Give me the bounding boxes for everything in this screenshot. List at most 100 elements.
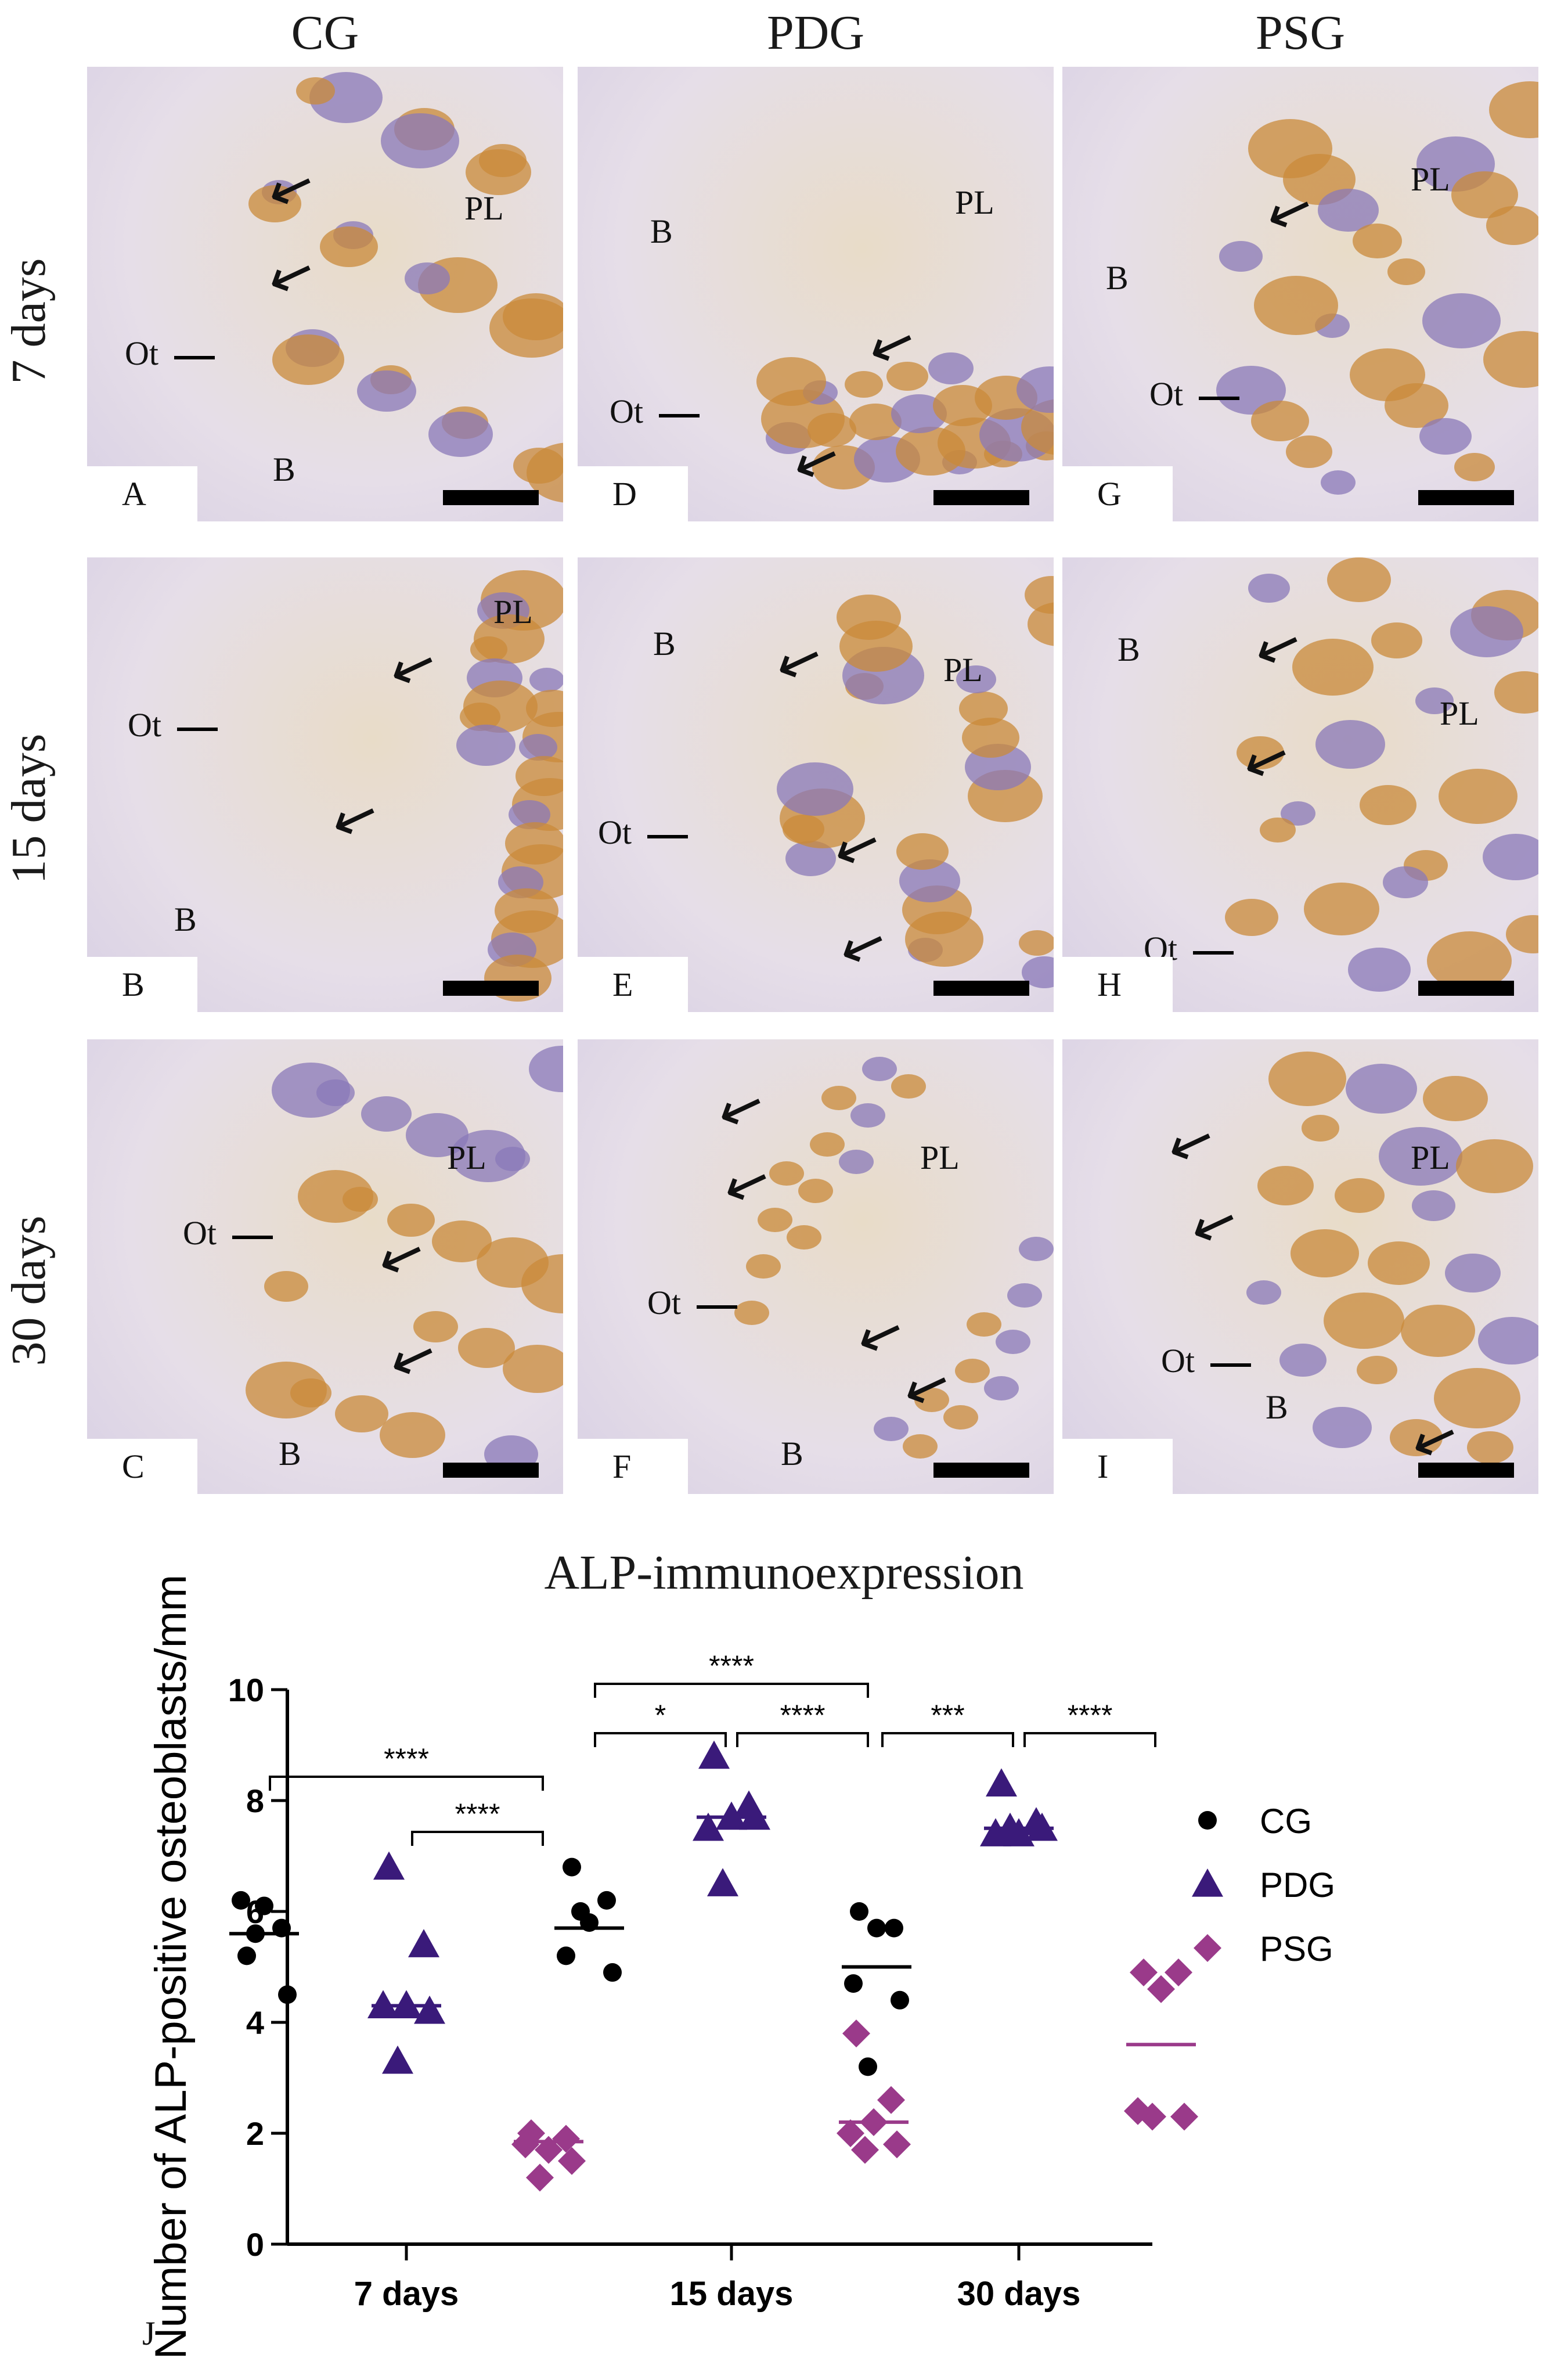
stain-blob bbox=[955, 1359, 990, 1383]
data-point-cg bbox=[563, 1857, 581, 1877]
stain-blob bbox=[1423, 1076, 1488, 1122]
data-point-pdg bbox=[1192, 1868, 1223, 1897]
ot-pointer-line bbox=[697, 1305, 737, 1309]
stain-blob bbox=[264, 1271, 308, 1302]
chart-title: ALP-immunoexpression bbox=[544, 1546, 1024, 1600]
significance-bracket bbox=[1023, 1732, 1156, 1747]
stain-blob bbox=[1260, 818, 1296, 843]
data-point-psg bbox=[1170, 2102, 1198, 2131]
data-point-psg bbox=[1147, 1975, 1175, 2003]
panel-letter: A bbox=[122, 475, 146, 513]
panel-letter: E bbox=[612, 966, 633, 1003]
stain-blob bbox=[1379, 1127, 1462, 1186]
label-pl: PL bbox=[955, 183, 994, 221]
stain-blob bbox=[1390, 1419, 1443, 1456]
y-axis-label: Number of ALP-positive osteoblasts/mm bbox=[146, 1575, 196, 2360]
arrow-icon: ← bbox=[255, 235, 326, 314]
label-b: B bbox=[650, 213, 673, 250]
data-point-psg bbox=[1124, 2097, 1152, 2125]
data-point-pdg bbox=[693, 1812, 724, 1841]
stain-blob bbox=[837, 595, 901, 640]
stain-blob bbox=[1506, 915, 1538, 953]
y-tick-label: 0 bbox=[246, 2226, 264, 2263]
panel-letter-j: J bbox=[142, 2314, 156, 2352]
stain-blob bbox=[1219, 241, 1263, 272]
stain-blob bbox=[746, 1254, 781, 1279]
stain-blob bbox=[1494, 671, 1538, 714]
stain-blob bbox=[914, 1388, 949, 1412]
label-ot: Ot bbox=[647, 1284, 681, 1322]
panel-letter-box bbox=[87, 466, 197, 521]
stain-blob bbox=[529, 668, 563, 692]
data-point-psg bbox=[558, 2147, 586, 2175]
stain-blob bbox=[1412, 1190, 1455, 1221]
ot-pointer-line bbox=[232, 1236, 273, 1239]
panel-letter-box bbox=[1062, 957, 1173, 1012]
panel-letter: B bbox=[122, 966, 145, 1003]
panel-letter-box bbox=[578, 957, 688, 1012]
stain-blob bbox=[1237, 736, 1284, 770]
label-ot: Ot bbox=[125, 334, 158, 372]
arrow-icon: ← bbox=[319, 778, 390, 857]
significance-bracket bbox=[736, 1732, 869, 1747]
label-pl: PL bbox=[1440, 694, 1479, 732]
scale-bar bbox=[443, 1463, 539, 1478]
stain-blob bbox=[470, 636, 507, 663]
stain-blob bbox=[1007, 1283, 1042, 1308]
data-point-cg bbox=[557, 1946, 575, 1965]
column-header-pdg: PDG bbox=[766, 6, 865, 60]
data-point-cg bbox=[603, 1963, 622, 1982]
data-point-pdg bbox=[698, 1740, 730, 1769]
stain-blob bbox=[413, 1311, 458, 1342]
label-pl: PL bbox=[447, 1139, 486, 1176]
stain-blob bbox=[1313, 1407, 1372, 1449]
stain-blob bbox=[1225, 899, 1278, 937]
ot-pointer-line bbox=[177, 728, 218, 731]
arrow-icon: ← bbox=[763, 621, 834, 700]
stain-blob bbox=[298, 1170, 373, 1223]
row-header-15-days: 15 days bbox=[2, 733, 56, 884]
stain-blob bbox=[874, 1417, 909, 1441]
stain-blob bbox=[381, 113, 459, 168]
data-point-cg bbox=[255, 1896, 273, 1916]
label-b: B bbox=[273, 451, 295, 488]
stain-blob bbox=[850, 1103, 885, 1128]
stain-blob bbox=[246, 1362, 327, 1418]
stain-blob bbox=[1454, 453, 1495, 481]
stain-blob bbox=[361, 1096, 412, 1132]
stain-blob bbox=[272, 334, 344, 385]
arrow-icon: ← bbox=[891, 1347, 961, 1426]
stain-blob bbox=[1489, 81, 1538, 138]
data-point-cg bbox=[237, 1946, 256, 1965]
significance-label: **** bbox=[780, 1699, 826, 1731]
stain-blob bbox=[1368, 1241, 1430, 1285]
stain-blob bbox=[984, 1376, 1019, 1400]
legend-label-psg: PSG bbox=[1260, 1929, 1333, 1968]
stain-blob bbox=[1387, 258, 1425, 285]
data-point-pdg bbox=[986, 1768, 1017, 1796]
stain-blob bbox=[248, 185, 301, 222]
label-b: B bbox=[1266, 1388, 1288, 1426]
significance-bracket bbox=[594, 1683, 869, 1698]
stain-blob bbox=[943, 1405, 978, 1430]
stain-blob bbox=[777, 762, 853, 816]
label-pl: PL bbox=[493, 593, 533, 631]
scale-bar bbox=[443, 981, 539, 996]
stain-blob bbox=[1467, 1431, 1513, 1464]
stain-blob bbox=[387, 1204, 435, 1237]
stain-blob bbox=[1401, 1305, 1475, 1357]
arrow-icon: ← bbox=[1231, 720, 1301, 799]
scale-bar bbox=[1418, 490, 1514, 505]
stain-blob bbox=[1360, 785, 1416, 825]
data-point-cg bbox=[885, 1918, 903, 1938]
stain-blob bbox=[1019, 1237, 1054, 1261]
stain-blob bbox=[959, 692, 1008, 726]
label-ot: Ot bbox=[598, 813, 632, 851]
label-pl: PL bbox=[464, 189, 504, 227]
y-tick-label: 4 bbox=[246, 2004, 264, 2041]
stain-blob bbox=[1483, 331, 1538, 388]
label-ot: Ot bbox=[128, 706, 161, 744]
stain-blob bbox=[380, 1412, 445, 1459]
